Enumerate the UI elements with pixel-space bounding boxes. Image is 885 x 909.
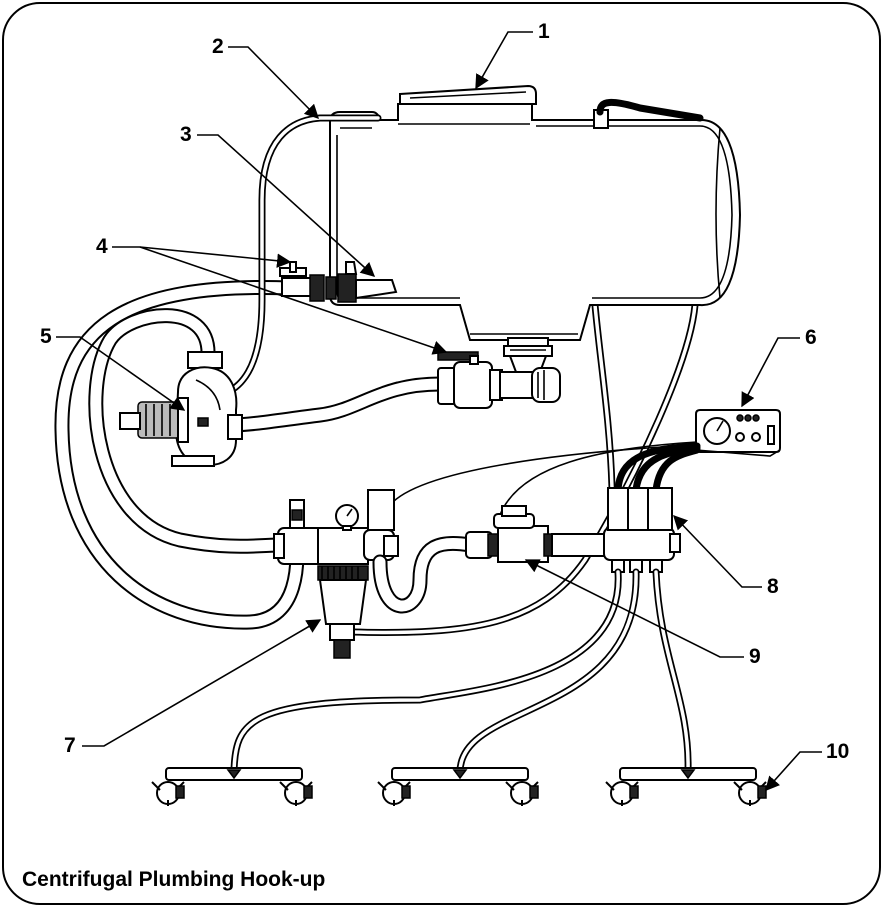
leader-line-10 [765,751,822,792]
line-filter [317,504,369,659]
callout-4: 4 [96,235,108,258]
side-valve-assembly [279,261,398,303]
nozzle-body [377,781,411,806]
leader-line-3 [197,134,376,277]
tank-top-fitting [593,99,704,129]
leader-line-6 [741,337,800,408]
ball-valve [437,351,561,409]
leader-lines [56,31,822,792]
agitation-return-hose [54,280,305,630]
callout-5: 5 [40,325,52,348]
suction-hose [224,376,448,433]
boom-valve-manifold [551,487,681,573]
nozzle-body [505,781,539,806]
bypass-hose [88,308,290,554]
filter-return-hose [348,301,699,636]
leader-line-4b [139,246,448,355]
nozzle-body [279,781,313,806]
callout-2: 2 [212,35,224,58]
boom-section-middle [377,767,539,806]
callout-3: 3 [180,123,192,146]
electric-valve [363,489,399,561]
callout-9: 9 [749,645,761,668]
leader-line-7 [82,619,322,747]
nozzle-body [733,781,767,806]
leader-line-9 [524,559,744,658]
leader-line-5 [56,336,186,411]
callout-10: 10 [826,740,850,763]
tank-outlet-fitting [503,337,553,357]
control-cables [389,441,701,516]
boom-section-right [605,767,767,806]
filter-u-hose [372,535,478,614]
control-console [695,409,781,457]
callout-8: 8 [767,575,779,598]
tank-return-hose [591,301,616,492]
leader-line-8 [673,514,762,588]
nozzle-body [605,781,639,806]
flow-meter [465,505,555,563]
callout-1: 1 [538,20,550,43]
centrifugal-pump [119,351,243,467]
tank-lid [399,84,537,105]
boom-section-left [151,767,313,806]
pressure-relief-valve [273,499,325,565]
pump-to-tank-hose [214,114,382,400]
callout-7: 7 [64,734,76,757]
nozzle-body [151,781,185,806]
leader-line-2 [228,46,320,120]
diagram-caption: Centrifugal Plumbing Hook-up [22,868,326,891]
boom-feed-hoses [230,568,692,776]
tank [329,103,742,341]
callout-6: 6 [805,326,817,349]
leader-line-1 [475,31,533,90]
